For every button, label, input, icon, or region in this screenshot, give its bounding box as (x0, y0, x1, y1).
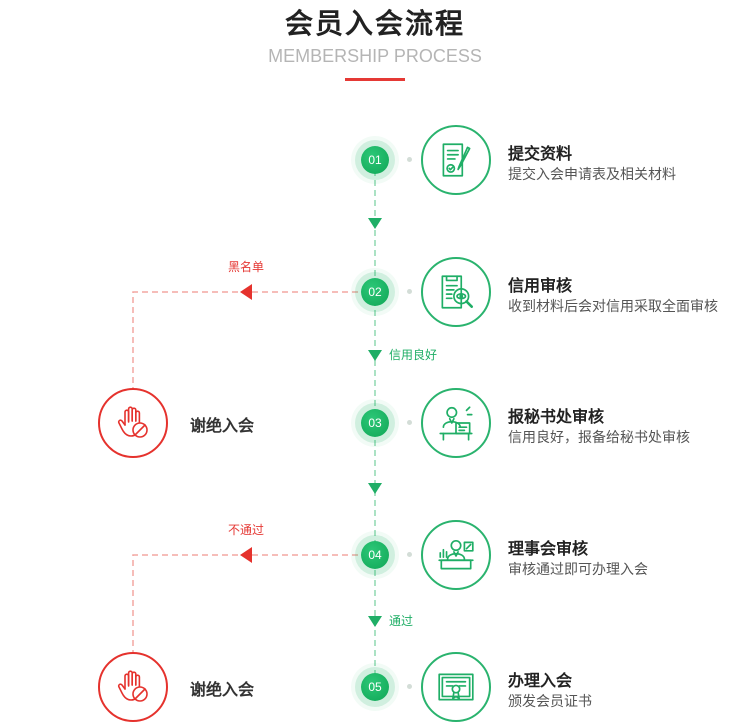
step-dot (407, 552, 412, 557)
step-number-badge: 03 (361, 409, 389, 437)
left-arrow-1 (240, 284, 252, 300)
document-pen-icon (442, 143, 471, 177)
step-desc: 审核通过即可办理入会 (508, 562, 648, 578)
step-number-badge: 01 (361, 146, 389, 174)
connector-label: 通过 (389, 614, 414, 628)
step-icon-circle (421, 652, 491, 722)
step-desc: 信用良好，报备给秘书处审核 (508, 430, 690, 446)
reject-branch-line-2 (132, 554, 358, 652)
step-dot (407, 420, 412, 425)
reject-text: 谢绝入会 (190, 416, 255, 435)
document-magnifier-icon (441, 275, 474, 309)
step-dot (407, 289, 412, 294)
step-icon-circle (421, 520, 491, 590)
page-subtitle: MEMBERSHIP PROCESS (268, 46, 482, 66)
step-icon-circle (421, 125, 491, 195)
reject-icon-circle (98, 652, 168, 722)
title-underline (345, 78, 405, 81)
step-number-badge: 05 (361, 673, 389, 701)
reject-branch-line-1 (132, 291, 358, 388)
step-desc: 收到材料后会对信用采取全面审核 (508, 299, 718, 315)
step-title: 办理入会 (508, 671, 573, 690)
page-title: 会员入会流程 (284, 7, 465, 40)
step-icon-circle (421, 257, 491, 327)
step-title: 理事会审核 (508, 539, 589, 558)
step-desc: 颁发会员证书 (508, 694, 592, 710)
branch-label: 黑名单 (227, 260, 264, 274)
step-dot (407, 684, 412, 689)
step-desc: 提交入会申请表及相关材料 (508, 167, 676, 183)
step-title: 提交资料 (508, 144, 573, 163)
down-arrow-1 (368, 218, 382, 229)
step-icon-circle (421, 388, 491, 458)
step-number-badge: 02 (361, 278, 389, 306)
stop-hand-icon (117, 670, 148, 702)
left-arrow-2 (240, 547, 252, 563)
reject-icon-circle (98, 388, 168, 458)
down-arrow-2 (368, 350, 382, 361)
council-desk-icon (438, 539, 474, 570)
step-title: 信用审核 (508, 276, 573, 295)
secretary-desk-icon (439, 406, 473, 441)
reject-text: 谢绝入会 (190, 680, 255, 699)
step-number-badge: 04 (361, 541, 389, 569)
down-arrow-4 (368, 616, 382, 627)
step-title: 报秘书处审核 (508, 407, 605, 426)
step-dot (407, 157, 412, 162)
branch-label: 不通过 (227, 523, 264, 537)
connector-label: 信用良好 (389, 348, 438, 362)
stop-hand-icon (117, 406, 148, 438)
down-arrow-3 (368, 483, 382, 494)
certificate-icon (438, 673, 474, 701)
